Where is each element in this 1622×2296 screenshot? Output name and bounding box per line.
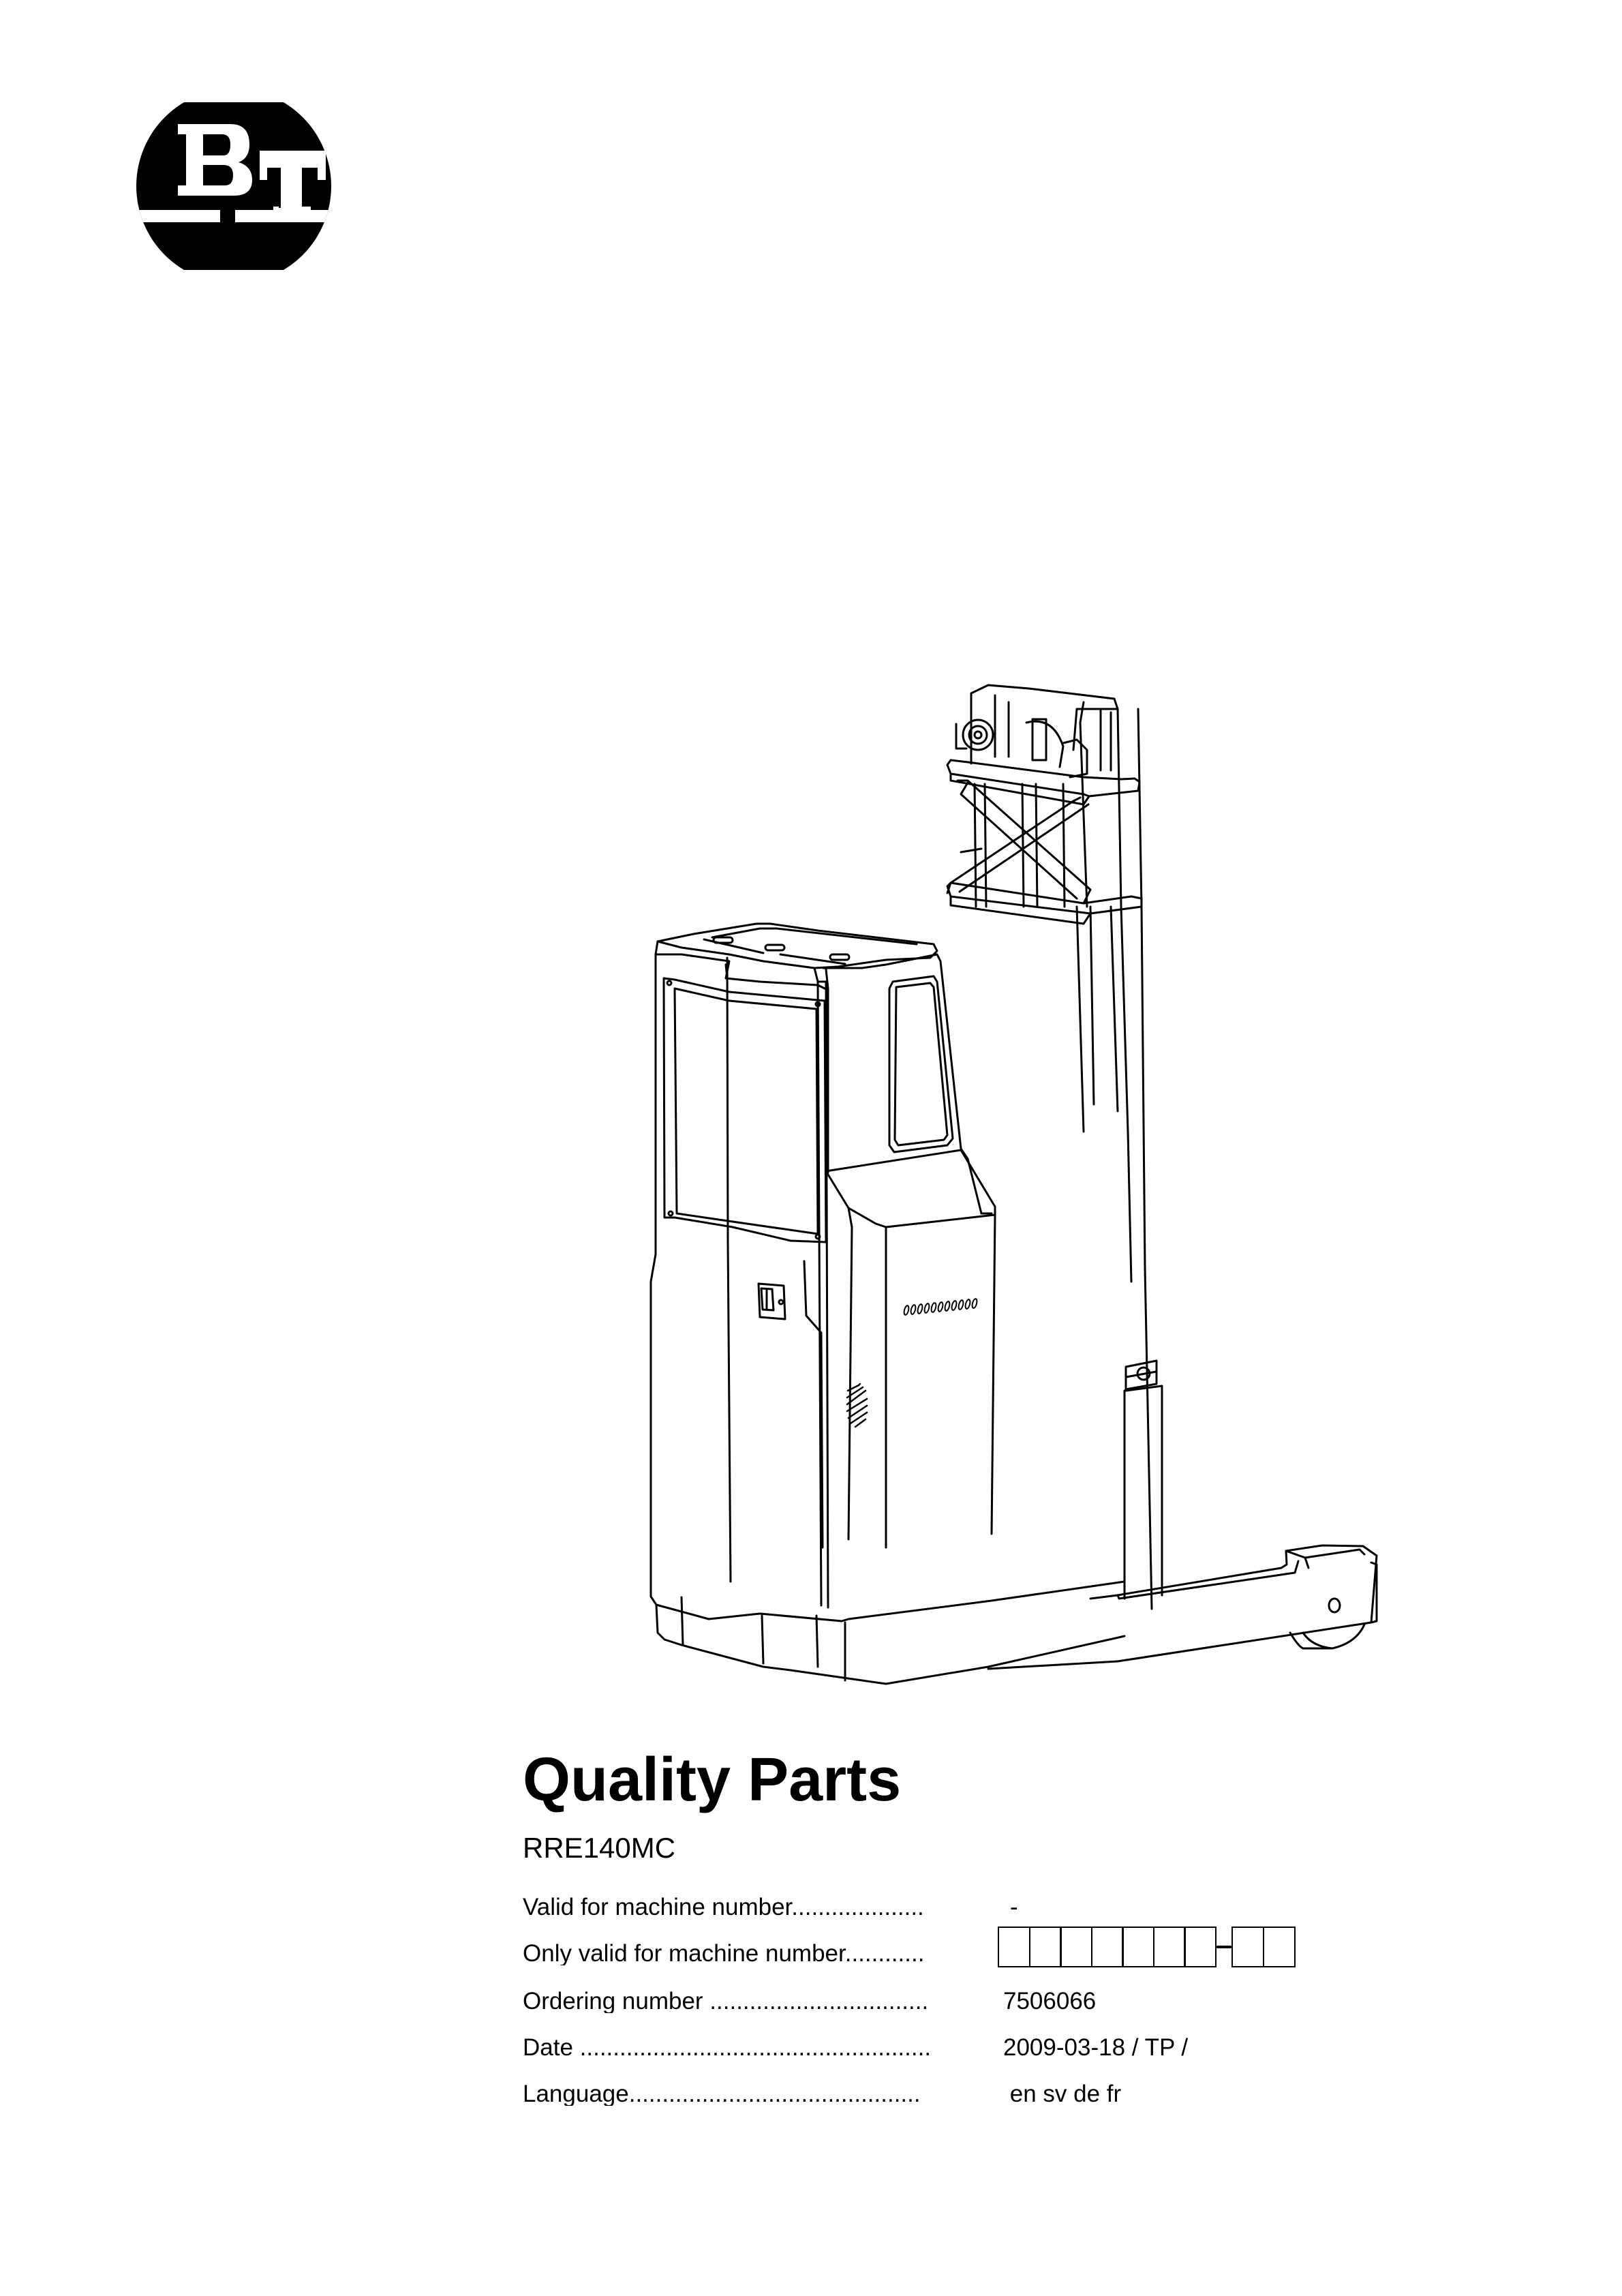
digit-box[interactable] bbox=[998, 1927, 1030, 1967]
field-label: Date bbox=[523, 2036, 573, 2059]
digit-box[interactable] bbox=[1184, 1927, 1216, 1967]
reach-truck-illustration bbox=[649, 684, 1378, 1685]
digit-box[interactable] bbox=[1028, 1927, 1062, 1967]
field-value: 7506066 bbox=[1003, 1988, 1097, 2014]
field-leader-dots: ............ bbox=[844, 1942, 925, 1965]
field-label: Language bbox=[523, 2082, 629, 2106]
separator-dash bbox=[1216, 1946, 1232, 1948]
field-leader-dots: ........................................… bbox=[572, 2036, 932, 2059]
field-label: Only valid for machine number bbox=[523, 1942, 845, 1965]
field-value: 2009-03-18 / TP / bbox=[1003, 2034, 1189, 2061]
machine-number-boxes[interactable] bbox=[998, 1926, 1296, 1968]
digit-box[interactable] bbox=[1262, 1927, 1296, 1967]
field-value: en sv de fr bbox=[1003, 2081, 1122, 2107]
field-leader-dots: .................... bbox=[791, 1895, 924, 1919]
digit-box[interactable] bbox=[1090, 1927, 1124, 1967]
field-leader-dots: ................................. bbox=[703, 1989, 929, 2013]
digit-box[interactable] bbox=[1122, 1927, 1154, 1967]
model-name: RRE140MC bbox=[523, 1832, 676, 1864]
digit-box[interactable] bbox=[1152, 1927, 1186, 1967]
field-label: Valid for machine number bbox=[523, 1895, 792, 1919]
field-leader-dots: ........................................… bbox=[628, 2082, 921, 2106]
field-value: - bbox=[1010, 1894, 1018, 1920]
bt-logo-icon bbox=[136, 102, 331, 270]
digit-box[interactable] bbox=[1060, 1927, 1092, 1967]
digit-box[interactable] bbox=[1231, 1927, 1264, 1967]
document-title: Quality Parts bbox=[523, 1746, 902, 1814]
field-label: Ordering number bbox=[523, 1989, 703, 2013]
